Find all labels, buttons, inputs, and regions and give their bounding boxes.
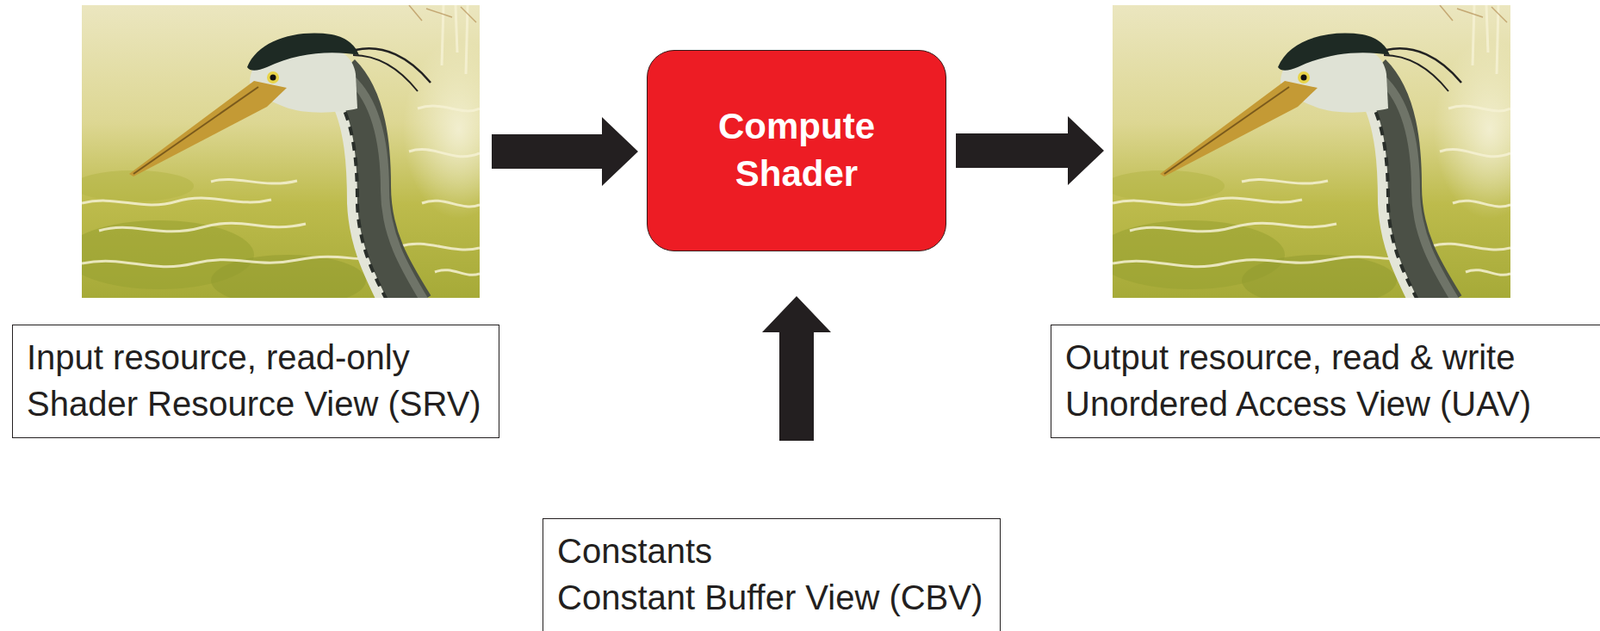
box-text: Input resource, read-only bbox=[26, 334, 410, 381]
box-text: Shader Resource View (SRV) bbox=[26, 380, 482, 428]
compute-shader-box: Compute Shader bbox=[646, 49, 947, 252]
box-text: Constants bbox=[557, 527, 713, 575]
output-label-box: Output resource, read & writeUnordered A… bbox=[1050, 324, 1600, 439]
constants-label-box: ConstantsConstant Buffer View (CBV) bbox=[542, 518, 1001, 631]
output-image bbox=[1112, 5, 1511, 298]
input-label-box: Input resource, read-onlyShader Resource… bbox=[12, 324, 500, 439]
box-text: Output resource, read & write bbox=[1065, 334, 1515, 381]
box-text: Unordered Access View (UAV) bbox=[1065, 380, 1532, 428]
block-arrow bbox=[955, 116, 1104, 186]
box-text: Compute Shader bbox=[693, 103, 900, 198]
block-arrow bbox=[491, 117, 639, 187]
input-image bbox=[81, 5, 480, 298]
block-arrow bbox=[762, 296, 832, 441]
box-text: Constant Buffer View (CBV) bbox=[557, 574, 983, 621]
